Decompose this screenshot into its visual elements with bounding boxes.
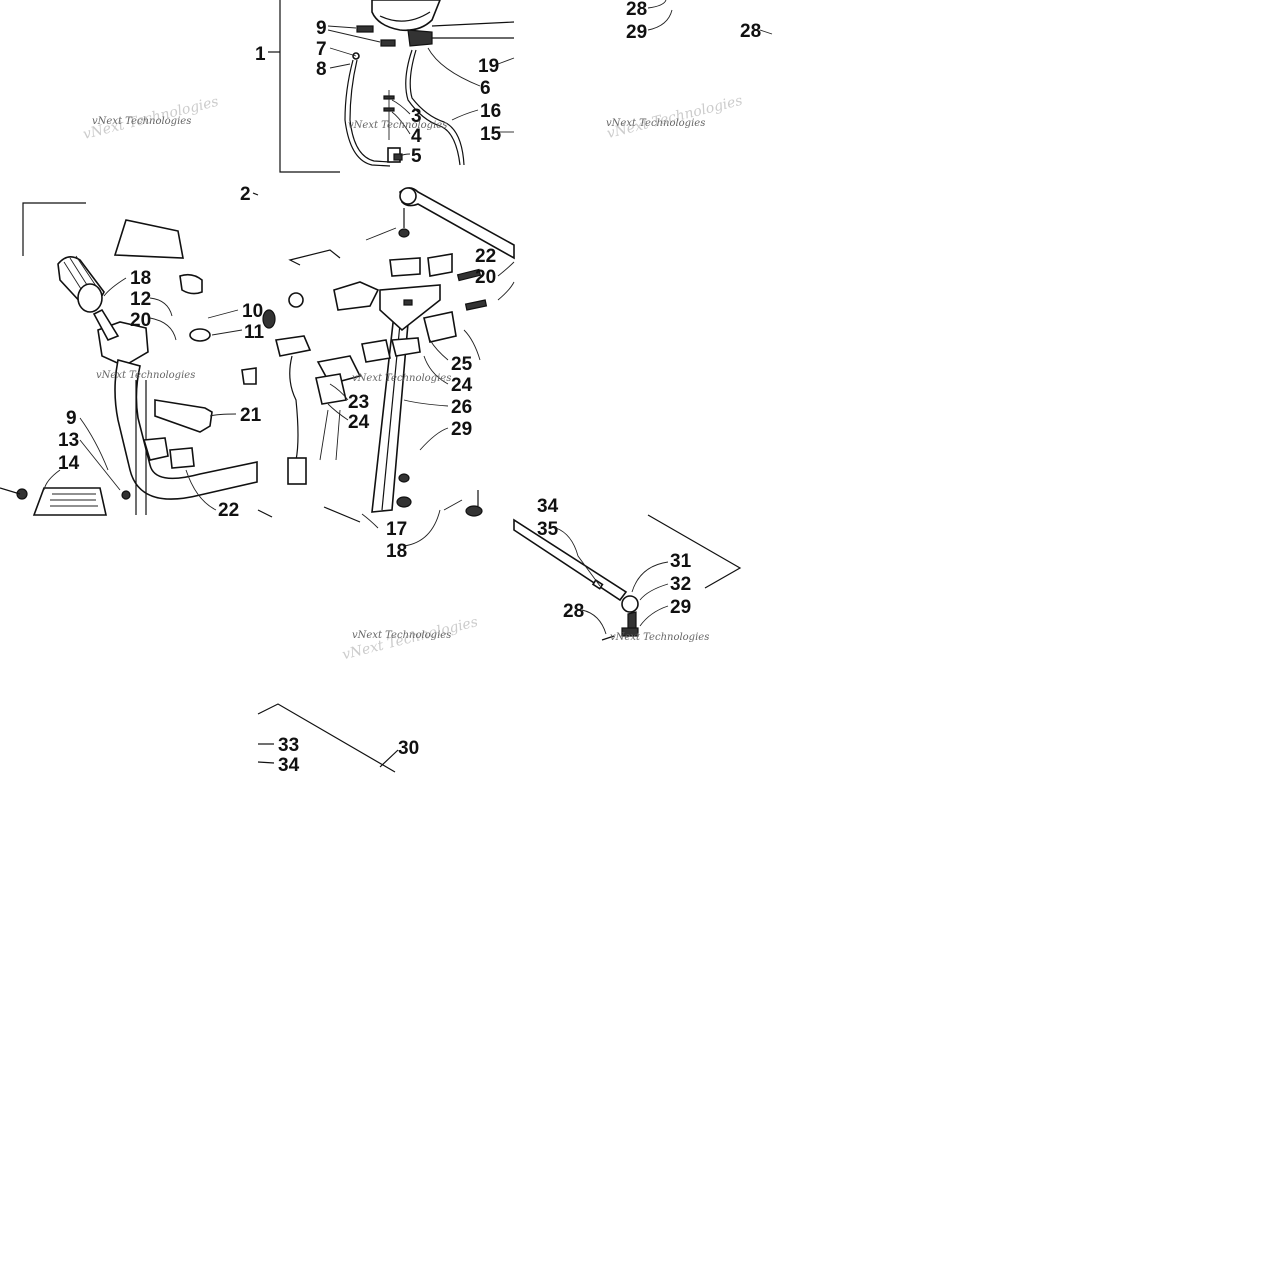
watermark-text: vNext Technologies [352, 373, 451, 384]
callout-label: 21 [240, 405, 262, 426]
callout-label: 28 [563, 601, 584, 622]
callout-label: 32 [670, 574, 691, 595]
callout-label: 16 [480, 101, 501, 122]
callout-label: 34 [537, 496, 559, 517]
switch-housing-icon [32, 335, 312, 516]
callout-label: 15 [480, 124, 502, 145]
callout-label: 7 [316, 39, 327, 60]
callout-labels: 1 2 3 4 5 6 7 8 9 9 10 11 12 13 14 15 16… [58, 0, 761, 776]
callout-label: 12 [130, 289, 151, 310]
callout-label: 9 [316, 18, 327, 39]
callout-label: 35 [537, 519, 559, 540]
callout-label: 29 [670, 597, 691, 618]
callout-label: 2 [240, 184, 251, 205]
throttle-cable-icon [344, 0, 515, 167]
callout-label: 24 [451, 375, 473, 396]
callout-label: 34 [278, 755, 300, 776]
callout-label: 14 [58, 453, 80, 474]
callout-label: 30 [398, 738, 419, 759]
callout-label: 19 [478, 56, 499, 77]
callout-label: 10 [242, 301, 263, 322]
callout-label: 1 [255, 44, 266, 65]
callout-label: 25 [451, 354, 473, 375]
callout-label: 28 [626, 0, 647, 20]
hand-grip-icon [57, 255, 120, 342]
callout-label: 22 [218, 500, 239, 521]
callout-label: 31 [670, 551, 692, 572]
callout-label: 6 [480, 78, 491, 99]
watermarks: vNext Technologies vNext Technologies vN… [81, 93, 744, 663]
callout-label: 20 [475, 267, 496, 288]
callout-label: 28 [740, 21, 761, 42]
watermark-text: vNext Technologies [92, 116, 191, 127]
callout-label: 33 [278, 735, 299, 756]
callout-label: 3 [411, 106, 422, 127]
watermark-text: vNext Technologies [96, 370, 195, 381]
steering-post-icon [262, 208, 488, 513]
callout-label: 29 [451, 419, 472, 440]
watermark-text: vNext Technologies [352, 630, 451, 641]
callout-label: 29 [626, 22, 647, 43]
callout-label: 4 [411, 126, 422, 147]
callout-label: 24 [348, 412, 370, 433]
callout-label: 23 [348, 392, 369, 413]
callout-label: 8 [316, 59, 327, 80]
group-frame-lines [22, 0, 742, 773]
callout-label: 13 [58, 430, 79, 451]
watermark-text: vNext Technologies [610, 632, 709, 643]
callout-label: 11 [244, 322, 265, 343]
watermark-text: vNext Technologies [606, 118, 705, 129]
leader-lines [43, 0, 773, 635]
callout-label: 20 [130, 310, 151, 331]
watermark-text: vNext Technologies [348, 120, 447, 131]
handlebar-icon [97, 219, 258, 515]
callout-label: 17 [386, 519, 407, 540]
mounting-bracket-icon [0, 273, 257, 500]
callout-label: 5 [411, 146, 422, 167]
callout-label: 9 [66, 408, 77, 429]
callout-label: 18 [130, 268, 151, 289]
callout-label: 22 [475, 246, 496, 267]
callout-label: 18 [386, 541, 407, 562]
tie-rod-icon [399, 187, 639, 641]
callout-label: 26 [451, 397, 472, 418]
